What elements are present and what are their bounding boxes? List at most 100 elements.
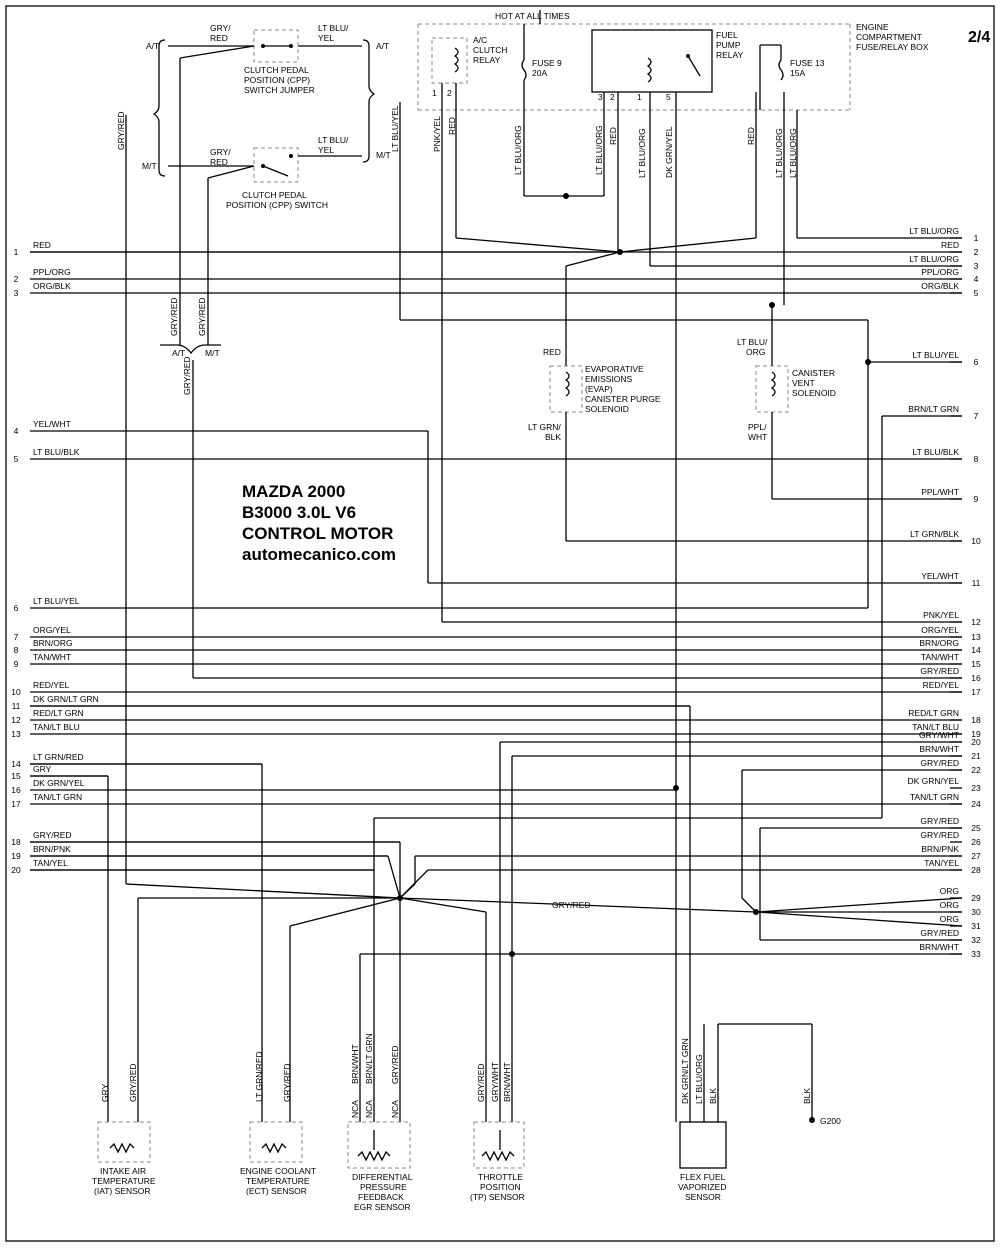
- gry-red-mid-label: GRY/RED: [552, 900, 591, 910]
- right-pin-wire-label: ORG/YEL: [921, 625, 959, 635]
- ground-label: G200: [820, 1116, 841, 1126]
- fuel-pump-relay-coil-icon: [646, 57, 652, 83]
- ac-clutch-relay-box: [431, 37, 468, 84]
- egr-sensor-box: [347, 1121, 411, 1169]
- left-pin-wire-label: YEL/WHT: [33, 419, 71, 429]
- egr-label-2: PRESSURE: [360, 1182, 407, 1192]
- vertical-label-lt-blu-org-f13-b: LT BLU/ORG: [788, 128, 798, 178]
- tp-potentiometer-icon: [481, 1150, 515, 1162]
- vertical-label-dk-grn-yel: DK GRN/YEL: [664, 126, 674, 178]
- right-pin-number: 17: [971, 687, 981, 697]
- left-pin-wire-label: GRY/RED: [33, 830, 72, 840]
- left-pin-number: 13: [11, 729, 21, 739]
- right-pin-number: 18: [971, 715, 981, 725]
- vertical-label-lt-blu-yel-top: LT BLU/YEL: [390, 105, 400, 152]
- right-pin-number: 32: [971, 935, 981, 945]
- right-pin-wire-label: TAN/LT GRN: [910, 792, 959, 802]
- right-pin-number: 4: [974, 274, 979, 284]
- wire-gry-red-at-bend: [179, 45, 255, 59]
- cpp-jumper-gry-red-1: GRY/: [210, 23, 231, 33]
- right-pin-number: 8: [974, 454, 979, 464]
- vent-label-2: VENT: [792, 378, 815, 388]
- ground-g200-icon: [809, 1117, 815, 1123]
- right-pin-number: 2: [974, 247, 979, 257]
- right-pin-wire-label: ORG: [940, 914, 959, 924]
- right-pin-number: 9: [974, 494, 979, 504]
- right-pin-number: 15: [971, 659, 981, 669]
- wire-org-29: [755, 897, 963, 913]
- right-pin-number: 23: [971, 783, 981, 793]
- right-pin-wire-label: GRY/RED: [920, 830, 959, 840]
- left-pin-number: 14: [11, 759, 21, 769]
- right-pin-wire-label: ORG: [940, 886, 959, 896]
- vertical-label-nca-1: NCA: [350, 1100, 360, 1118]
- ac-relay-pin-2: 2: [447, 88, 452, 98]
- right-pin-wire-label: DK GRN/YEL: [908, 776, 960, 786]
- wire-gry-red-22-bend: [741, 897, 757, 913]
- left-pin-wire-label: LT BLU/BLK: [33, 447, 80, 457]
- cpp-switch-gry-red-2: RED: [210, 157, 228, 167]
- right-pin-wire-label: LT GRN/BLK: [910, 529, 959, 539]
- evap-label-5: SOLENOID: [585, 404, 629, 414]
- right-pin-number: 28: [971, 865, 981, 875]
- vertical-label-gry-red-mt: GRY/RED: [197, 297, 207, 336]
- evap-red-label: RED: [543, 347, 561, 357]
- right-pin-wire-label: BRN/PNK: [921, 844, 959, 854]
- right-pin-wire-label: GRY/RED: [920, 816, 959, 826]
- cpp-switch-gry-red-1: GRY/: [210, 147, 231, 157]
- fuse-9-amps: 20A: [532, 68, 547, 78]
- wire-red-to-evap: [565, 251, 621, 267]
- cpp-switch-lt-blu-yel-1: LT BLU/: [318, 135, 349, 145]
- vertical-label-lt-grn-red-ect: LT GRN/RED: [254, 1051, 264, 1102]
- wire-org-31: [755, 911, 963, 927]
- right-pin-number: 3: [974, 261, 979, 271]
- right-pin-wire-label: BRN/LT GRN: [908, 404, 959, 414]
- fuse-13-amps: 15A: [790, 68, 805, 78]
- iat-label-1: INTAKE AIR: [100, 1166, 146, 1176]
- evap-label-3: (EVAP): [585, 384, 613, 394]
- title-line-4: automecanico.com: [242, 545, 396, 564]
- right-pin-number: 5: [974, 288, 979, 298]
- right-pin-number: 7: [974, 411, 979, 421]
- left-pin-number: 9: [14, 659, 19, 669]
- right-pin-number: 19: [971, 729, 981, 739]
- right-pin-wire-label: YEL/WHT: [921, 571, 959, 581]
- right-pin-number: 10: [971, 536, 981, 546]
- right-pin-wire-label: LT BLU/BLK: [913, 447, 960, 457]
- fuel-relay-pin-2: 2: [610, 92, 615, 102]
- right-pin-wire-label: RED/LT GRN: [908, 708, 959, 718]
- wire-gry-red-mid: [399, 897, 757, 913]
- vertical-label-red-ac: RED: [447, 117, 457, 135]
- ac-relay-label-1: A/C: [473, 35, 487, 45]
- cpp-jumper-lt-blu-yel-2: YEL: [318, 33, 334, 43]
- left-pin-wire-label: DK GRN/YEL: [33, 778, 85, 788]
- vertical-label-lt-blu-org-f13-a: LT BLU/ORG: [774, 128, 784, 178]
- at-mt-brace-bottom: [159, 344, 221, 355]
- right-pin-wire-label: GRY/RED: [920, 666, 959, 676]
- evap-lt-grn-blk-2: BLK: [545, 432, 561, 442]
- vertical-label-lt-blu-org-relay1: LT BLU/ORG: [637, 128, 647, 178]
- at-label-right: A/T: [376, 41, 389, 51]
- egr-label-4: EGR SENSOR: [354, 1202, 411, 1212]
- vertical-label-gry-red-iat: GRY/RED: [128, 1063, 138, 1102]
- evap-label-2: EMISSIONS: [585, 374, 633, 384]
- ac-relay-coil-icon: [453, 47, 459, 73]
- wire-red-f13: [619, 237, 757, 253]
- cpp-switch-box: [253, 147, 299, 183]
- cpp-jumper-label-3: SWITCH JUMPER: [244, 85, 315, 95]
- iat-thermistor-icon: [109, 1142, 135, 1154]
- wire-tan-yel-bend: [399, 869, 429, 899]
- right-pin-number: 21: [971, 751, 981, 761]
- right-pin-number: 29: [971, 893, 981, 903]
- right-pin-wire-label: GRY/WHT: [919, 730, 959, 740]
- relay-contact-dot: [686, 54, 690, 58]
- mt-label-right: M/T: [376, 150, 391, 160]
- left-pin-number: 18: [11, 837, 21, 847]
- right-pin-wire-label: TAN/WHT: [921, 652, 959, 662]
- vent-lt-blu-org-1: LT BLU/: [737, 337, 768, 347]
- title-block: MAZDA 2000 B3000 3.0L V6 CONTROL MOTOR a…: [242, 482, 396, 564]
- right-pin-wire-label: BRN/WHT: [919, 942, 959, 952]
- left-pin-number: 8: [14, 645, 19, 655]
- evap-label-4: CANISTER PURGE: [585, 394, 661, 404]
